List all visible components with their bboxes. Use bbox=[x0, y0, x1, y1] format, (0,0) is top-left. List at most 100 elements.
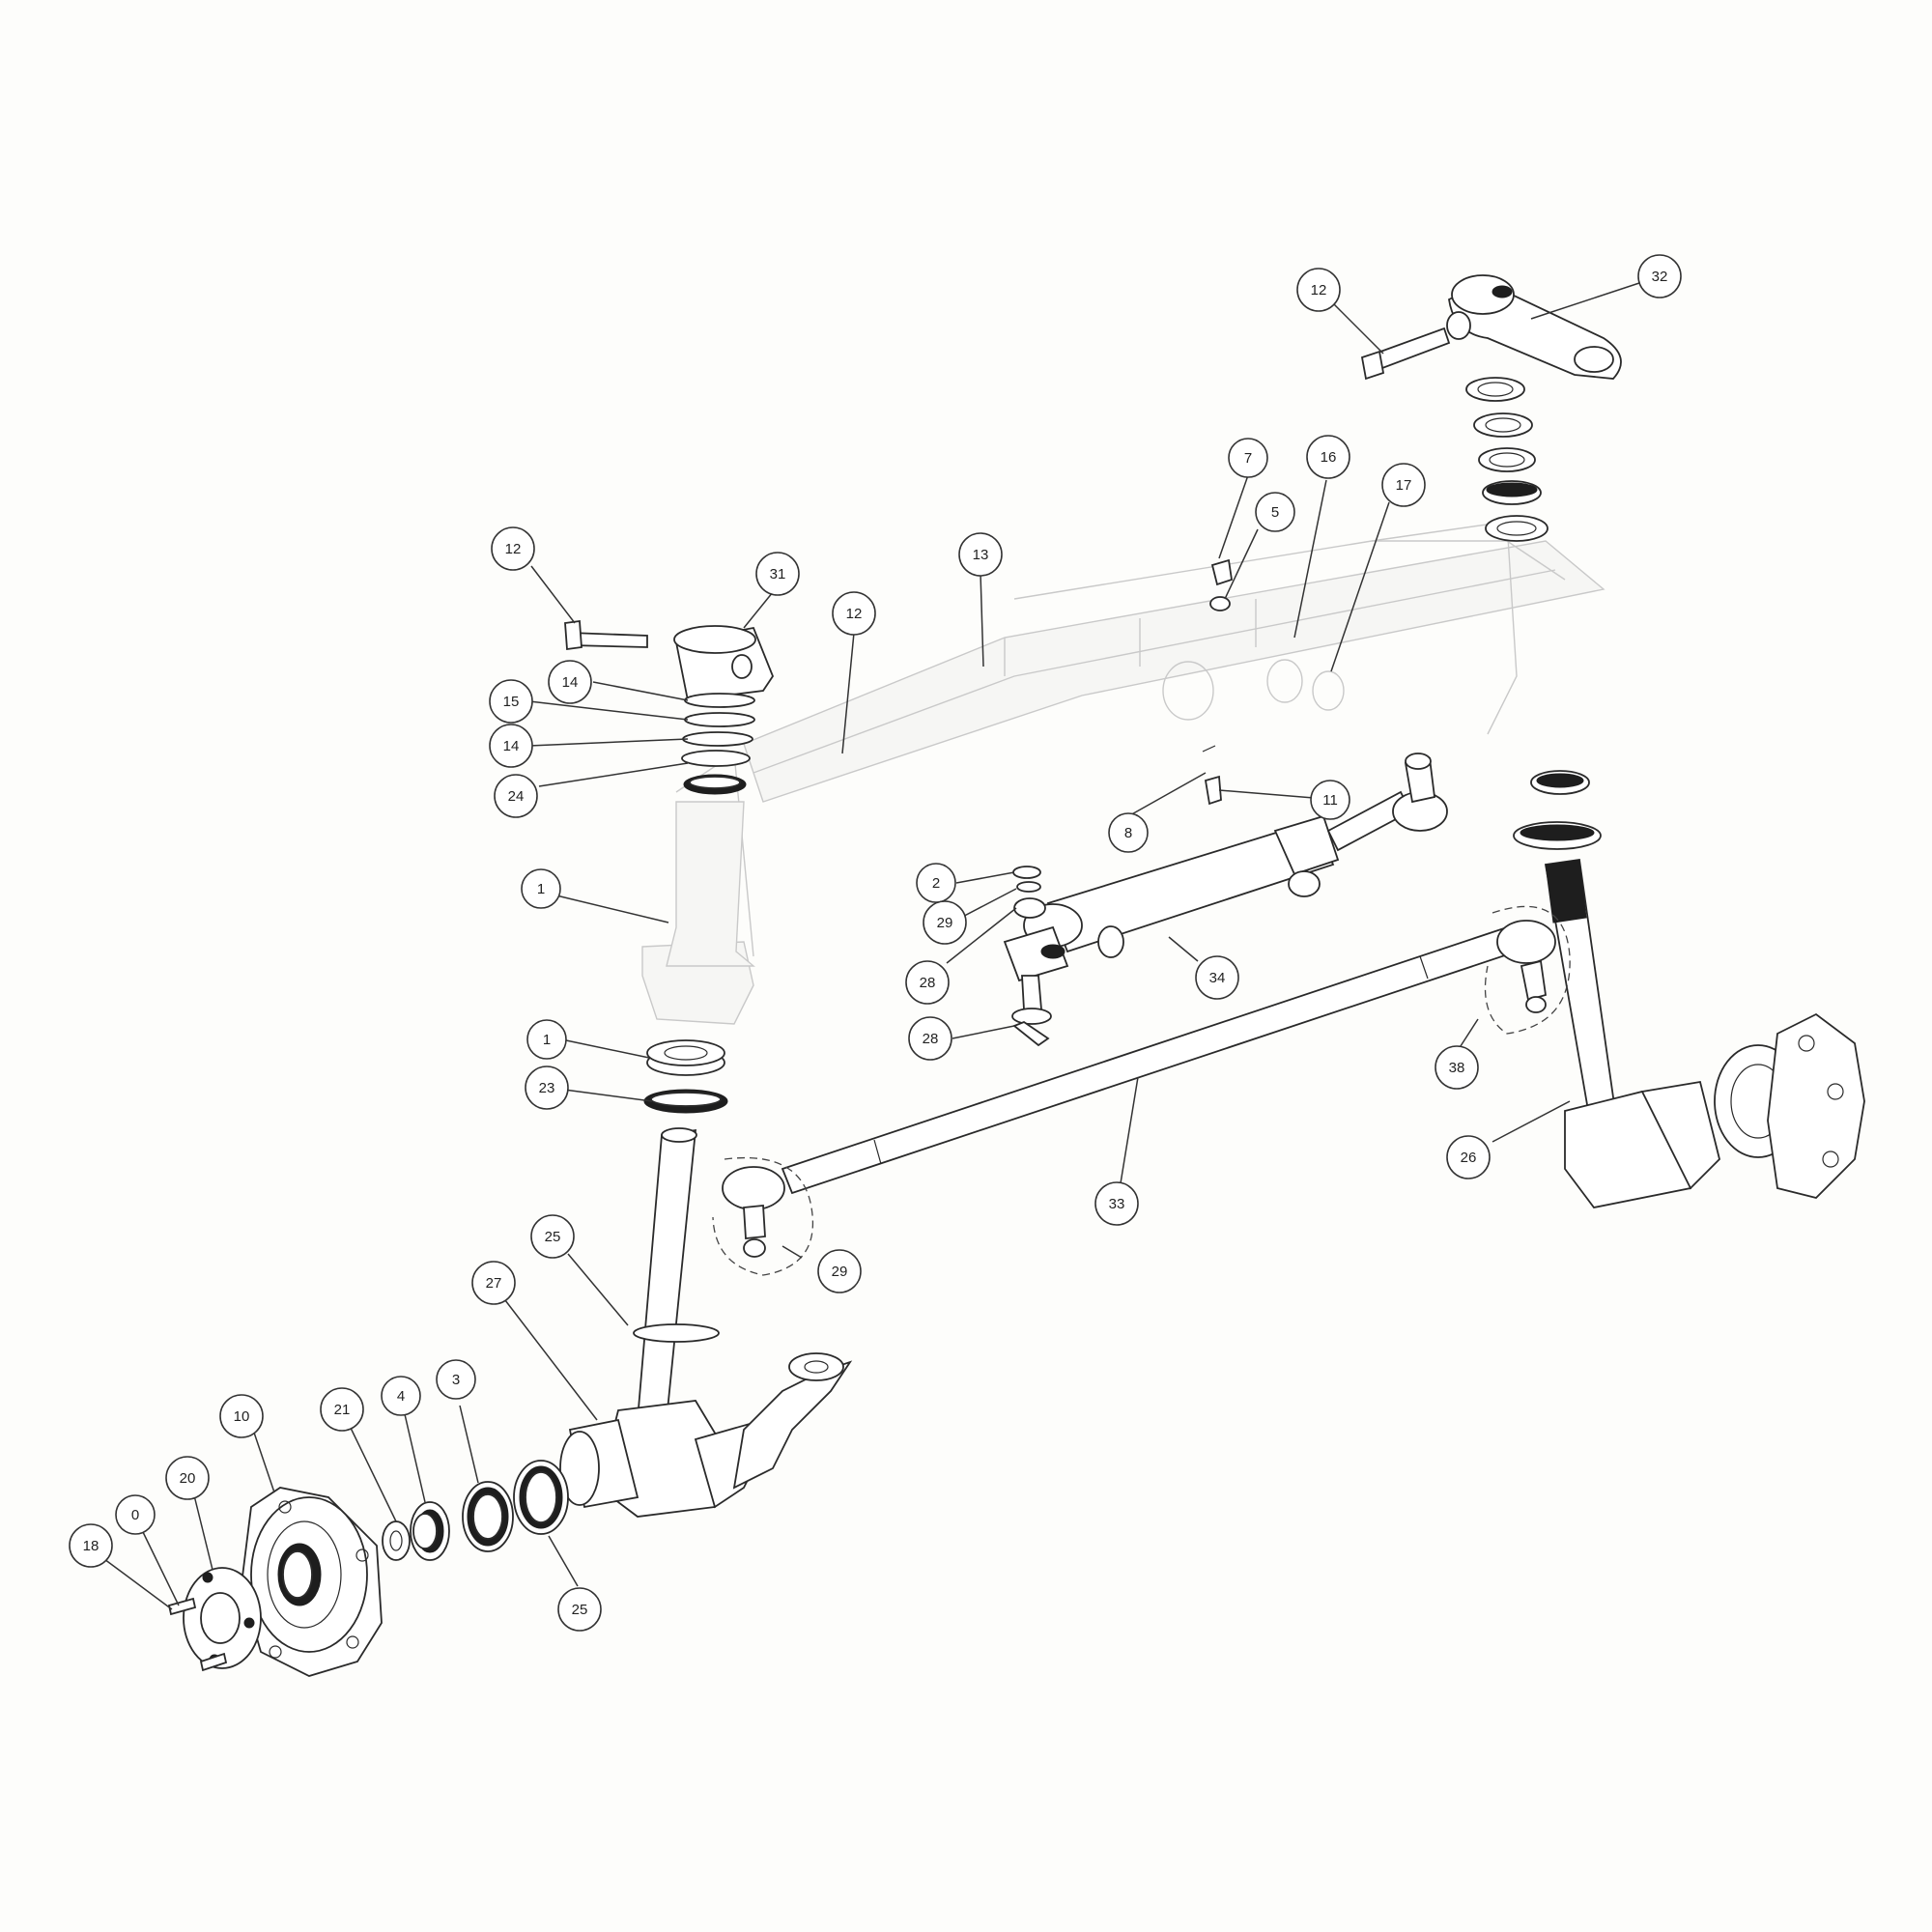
callout-12-left: 12 bbox=[491, 526, 535, 571]
center-fittings bbox=[1202, 558, 1234, 806]
svg-text:14: 14 bbox=[503, 738, 520, 754]
svg-text:29: 29 bbox=[937, 915, 953, 931]
svg-text:18: 18 bbox=[83, 1538, 99, 1554]
callout-11: 11 bbox=[1310, 780, 1350, 820]
svg-text:1: 1 bbox=[543, 1032, 551, 1048]
svg-text:16: 16 bbox=[1321, 449, 1337, 466]
svg-text:7: 7 bbox=[1244, 450, 1252, 467]
callout-34: 34 bbox=[1195, 955, 1239, 1000]
svg-text:38: 38 bbox=[1449, 1060, 1465, 1076]
svg-text:32: 32 bbox=[1652, 269, 1668, 285]
svg-text:0: 0 bbox=[131, 1507, 139, 1523]
svg-text:25: 25 bbox=[545, 1229, 561, 1245]
callout-16: 16 bbox=[1306, 435, 1350, 479]
callout-14-b: 14 bbox=[489, 724, 533, 768]
svg-text:26: 26 bbox=[1461, 1150, 1477, 1166]
callout-3: 3 bbox=[436, 1359, 476, 1400]
bearing-4 bbox=[410, 1501, 450, 1561]
svg-text:10: 10 bbox=[234, 1408, 250, 1425]
bearing-3 bbox=[462, 1481, 514, 1552]
knuckle-left bbox=[559, 1127, 853, 1518]
callout-14-a: 14 bbox=[548, 660, 592, 704]
callout-25-a: 25 bbox=[530, 1214, 575, 1259]
callout-23: 23 bbox=[525, 1065, 569, 1110]
svg-text:15: 15 bbox=[503, 694, 520, 710]
svg-text:21: 21 bbox=[334, 1402, 351, 1418]
steering-arm-right bbox=[1446, 274, 1622, 380]
steering-arm-left bbox=[564, 619, 775, 701]
callout-33: 33 bbox=[1094, 1181, 1139, 1226]
callout-20: 20 bbox=[165, 1456, 210, 1500]
svg-text:13: 13 bbox=[973, 547, 989, 563]
bolts-18 bbox=[167, 1597, 228, 1672]
callout-1-b: 1 bbox=[526, 1019, 567, 1060]
svg-text:25: 25 bbox=[572, 1602, 588, 1618]
svg-text:3: 3 bbox=[452, 1372, 460, 1388]
callout-24: 24 bbox=[494, 774, 538, 818]
tie-rod bbox=[722, 920, 1556, 1258]
svg-text:12: 12 bbox=[505, 541, 522, 557]
callout-25-b: 25 bbox=[557, 1587, 602, 1632]
leader-lines bbox=[103, 281, 1643, 1610]
svg-text:24: 24 bbox=[508, 788, 525, 805]
kingpin-housing-left bbox=[643, 801, 755, 1114]
callout-5: 5 bbox=[1255, 492, 1295, 532]
callout-15: 15 bbox=[489, 679, 533, 724]
spacer-21 bbox=[382, 1520, 411, 1561]
hub-10 bbox=[241, 1487, 383, 1677]
callout-29-b: 29 bbox=[817, 1249, 862, 1293]
svg-text:27: 27 bbox=[486, 1275, 502, 1292]
callout-12-mid: 12 bbox=[832, 591, 876, 636]
callout-12-top-right: 12 bbox=[1296, 268, 1341, 312]
svg-text:33: 33 bbox=[1109, 1196, 1125, 1212]
svg-text:34: 34 bbox=[1209, 970, 1226, 986]
callout-31: 31 bbox=[755, 552, 800, 596]
svg-text:20: 20 bbox=[180, 1470, 196, 1487]
knuckle-right bbox=[1513, 770, 1865, 1208]
callout-32: 32 bbox=[1637, 254, 1682, 298]
callout-8: 8 bbox=[1108, 812, 1149, 853]
svg-text:23: 23 bbox=[539, 1080, 555, 1096]
callout-13: 13 bbox=[958, 532, 1003, 577]
svg-text:31: 31 bbox=[770, 566, 786, 582]
callout-4: 4 bbox=[381, 1376, 421, 1416]
detail-outline-right bbox=[1484, 905, 1571, 1035]
svg-text:29: 29 bbox=[832, 1264, 848, 1280]
svg-text:2: 2 bbox=[932, 875, 940, 892]
svg-text:1: 1 bbox=[537, 881, 545, 897]
bolt-top-right bbox=[1360, 327, 1451, 381]
svg-text:12: 12 bbox=[846, 606, 863, 622]
callout-0: 0 bbox=[115, 1494, 156, 1535]
steering-cylinder bbox=[1003, 753, 1448, 982]
callout-10: 10 bbox=[219, 1394, 264, 1438]
callout-26: 26 bbox=[1446, 1135, 1491, 1179]
svg-text:11: 11 bbox=[1322, 792, 1338, 809]
callout-29: 29 bbox=[923, 900, 967, 945]
svg-text:4: 4 bbox=[397, 1388, 405, 1405]
bearing-seal-25 bbox=[513, 1460, 569, 1535]
callout-28-b: 28 bbox=[908, 1016, 952, 1061]
svg-text:5: 5 bbox=[1271, 504, 1279, 521]
callout-2: 2 bbox=[916, 863, 956, 903]
ball-joint-cylinder bbox=[1011, 866, 1052, 1047]
callout-7: 7 bbox=[1228, 438, 1268, 478]
callout-1-a: 1 bbox=[521, 868, 561, 909]
callout-38: 38 bbox=[1435, 1045, 1479, 1090]
svg-text:28: 28 bbox=[923, 1031, 939, 1047]
svg-text:17: 17 bbox=[1396, 477, 1412, 494]
washer-stack-right bbox=[1465, 377, 1548, 542]
svg-text:8: 8 bbox=[1124, 825, 1132, 841]
washer-stack-left bbox=[681, 693, 755, 795]
callout-17: 17 bbox=[1381, 463, 1426, 507]
svg-text:28: 28 bbox=[920, 975, 936, 991]
callout-28-a: 28 bbox=[905, 960, 950, 1005]
hub-cap-20 bbox=[183, 1567, 262, 1669]
svg-text:14: 14 bbox=[562, 674, 579, 691]
callout-18: 18 bbox=[69, 1523, 113, 1568]
detail-outline-left bbox=[712, 1156, 813, 1276]
callout-27: 27 bbox=[471, 1261, 516, 1305]
callout-21: 21 bbox=[320, 1387, 364, 1432]
svg-text:12: 12 bbox=[1311, 282, 1327, 298]
